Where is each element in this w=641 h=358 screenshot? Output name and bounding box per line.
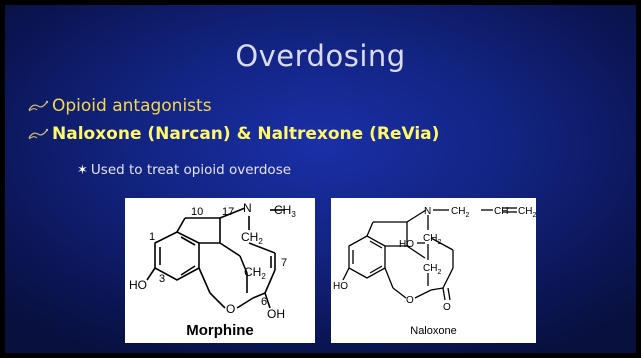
naloxone-ch2-lower-atom: CH2 [423,263,441,276]
naloxone-structure-drawing: N CH2 CH CH2 HO CH2 CH2 O HO O [333,206,536,313]
pen-nib-bullet-icon [28,128,49,140]
naloxone-chain-ch2: CH2 [451,206,469,219]
morphine-ch2-upper-atom: CH2 [241,230,263,246]
naloxone-chain-ch: CH [494,206,508,217]
morphine-caption: Morphine [186,322,254,339]
naloxone-ho-upper-atom: HO [399,239,414,250]
morphine-locant-6: 6 [261,296,267,308]
morphine-locant-1: 1 [149,231,155,243]
naloxone-ho-aromatic-atom: HO [333,281,348,292]
naloxone-n-atom: N [424,206,431,217]
morphine-locant-10: 10 [191,206,203,218]
naloxone-ch2-upper-atom: CH2 [423,233,441,246]
star-bullet-icon: ✶ [77,162,88,178]
subbullet-text: Used to treat opioid overdose [90,162,292,178]
naloxone-caption: Naloxone [410,325,457,337]
morphine-ch2-lower-atom: CH2 [244,265,266,281]
naloxone-o-bridge-atom: O [406,295,414,306]
bullet-naloxone-naltrexone: Naloxone (Narcan) & Naltrexone (ReVia) [27,124,439,144]
bullet-text: Opioid antagonists [52,96,212,116]
morphine-oh-atom: OH [267,307,285,321]
naloxone-keto-o-atom: O [443,302,451,313]
naloxone-structure-image: N CH2 CH CH2 HO CH2 CH2 O HO O Naloxone [331,198,536,343]
morphine-ch3-atom: CH3 [274,203,296,219]
bullet-text: Naloxone (Narcan) & Naltrexone (ReVia) [52,124,440,144]
morphine-ho-atom: HO [129,278,147,292]
morphine-locant-7: 7 [281,257,287,269]
morphine-o-bridge-atom: O [226,302,235,316]
morphine-locant-3: 3 [159,273,165,285]
morphine-locant-17: 17 [222,206,234,218]
morphine-n-atom: N [243,201,252,215]
pen-nib-bullet-icon [28,100,49,112]
slide-title: Overdosing [235,39,406,73]
naloxone-chain-ch2-terminal: CH2 [518,206,536,219]
bullet-opioid-antagonists: Opioid antagonists [27,96,212,116]
morphine-structure-image: N CH3 CH2 CH2 O HO OH 1 3 6 7 10 17 Morp… [125,198,315,343]
morphine-bonds [146,207,285,309]
morphine-structure-drawing: N CH3 CH2 CH2 O HO OH 1 3 6 7 10 17 [129,201,296,321]
subbullet-overdose-treatment: ✶ Used to treat opioid overdose [77,162,291,178]
naloxone-bonds [342,207,517,301]
